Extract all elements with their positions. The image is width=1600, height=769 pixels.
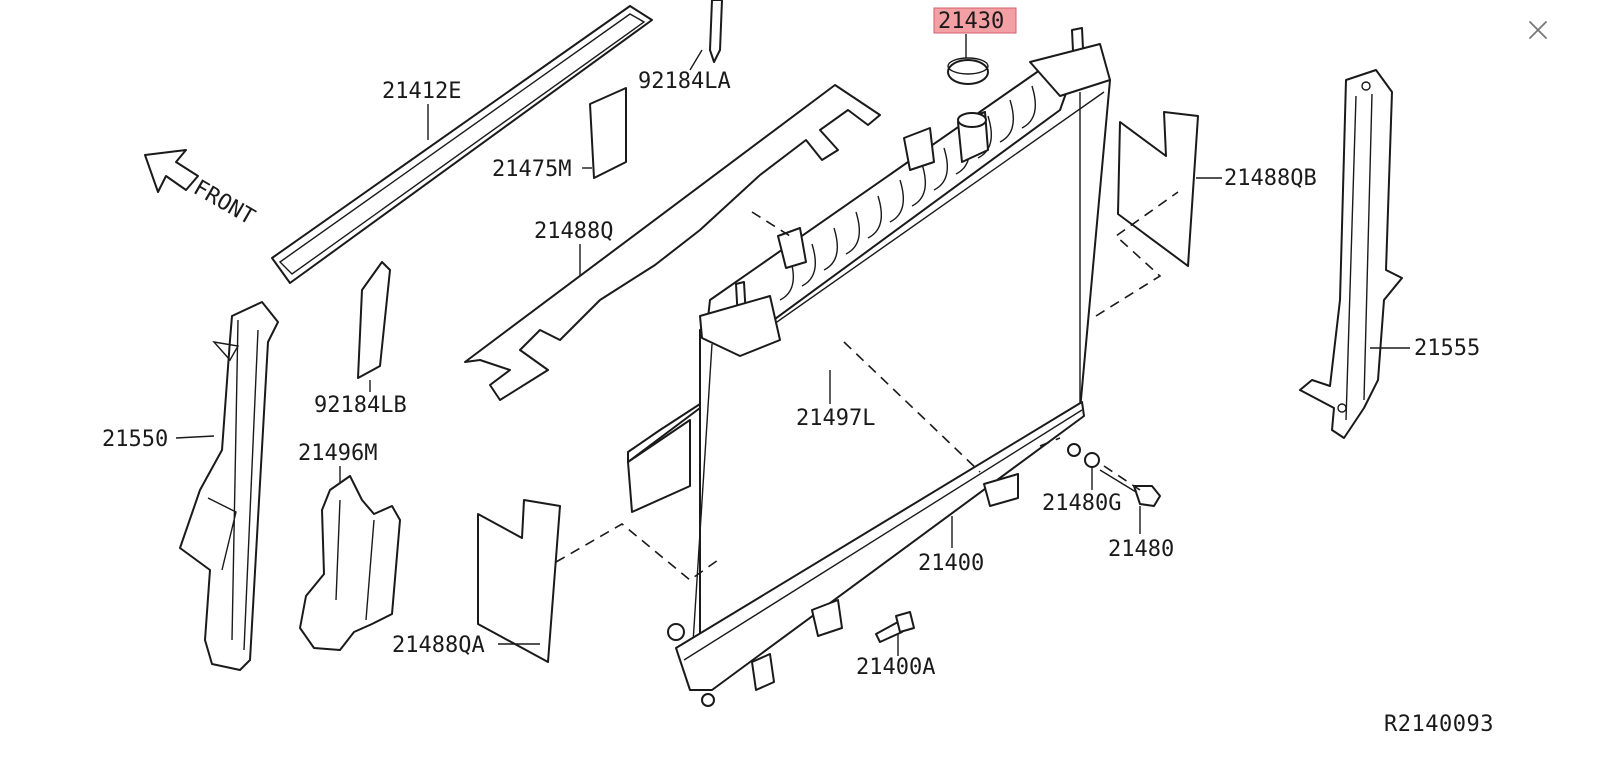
label-21430[interactable]: 21430 — [938, 9, 1004, 34]
close-button[interactable] — [1520, 12, 1556, 48]
part-21430-cap[interactable] — [947, 57, 989, 85]
diagram-reference-code: R2140093 — [1384, 712, 1494, 737]
label-21496m[interactable]: 21496M — [298, 441, 377, 466]
part-21488qb-seal[interactable] — [1117, 111, 1199, 267]
part-21475m-pad[interactable] — [589, 87, 627, 179]
assembly-lines — [555, 191, 1179, 582]
label-92184lb[interactable]: 92184LB — [314, 393, 407, 418]
close-icon — [1529, 21, 1547, 39]
label-21400[interactable]: 21400 — [918, 551, 984, 576]
label-21400a[interactable]: 21400A — [856, 655, 935, 680]
part-21496m-bracket[interactable] — [299, 475, 401, 651]
part-21488q-seal[interactable] — [464, 84, 881, 401]
label-21488q[interactable]: 21488Q — [534, 219, 613, 244]
label-21480g[interactable]: 21480G — [1042, 491, 1121, 516]
front-label: FRONT — [189, 176, 259, 231]
leader-lines — [175, 34, 1410, 656]
label-21480[interactable]: 21480 — [1108, 537, 1174, 562]
part-21555-air-guide[interactable] — [1299, 69, 1403, 439]
part-92184la-seal[interactable] — [709, 0, 723, 63]
highlight-21430 — [933, 7, 1017, 34]
part-21400a-bolt[interactable] — [875, 611, 915, 643]
part-21400-radiator[interactable] — [667, 27, 1111, 707]
part-21412e-strip[interactable] — [271, 5, 653, 284]
part-21480g-washer[interactable] — [1067, 443, 1100, 468]
part-21480-bolt[interactable] — [1099, 469, 1161, 507]
front-arrow-icon — [144, 149, 199, 193]
label-21497l[interactable]: 21497L — [796, 406, 875, 431]
label-21555[interactable]: 21555 — [1414, 336, 1480, 361]
label-21475m[interactable]: 21475M — [492, 157, 571, 182]
label-21412e[interactable]: 21412E — [382, 79, 461, 104]
label-92184la[interactable]: 92184LA — [638, 69, 731, 94]
part-21550-air-guide[interactable] — [179, 301, 279, 671]
part-21488qa-seal[interactable] — [477, 499, 561, 663]
label-21550[interactable]: 21550 — [102, 427, 168, 452]
label-21488qb[interactable]: 21488QB — [1224, 166, 1317, 191]
part-92184lb-seal[interactable] — [357, 261, 391, 379]
label-21488qa[interactable]: 21488QA — [392, 633, 485, 658]
